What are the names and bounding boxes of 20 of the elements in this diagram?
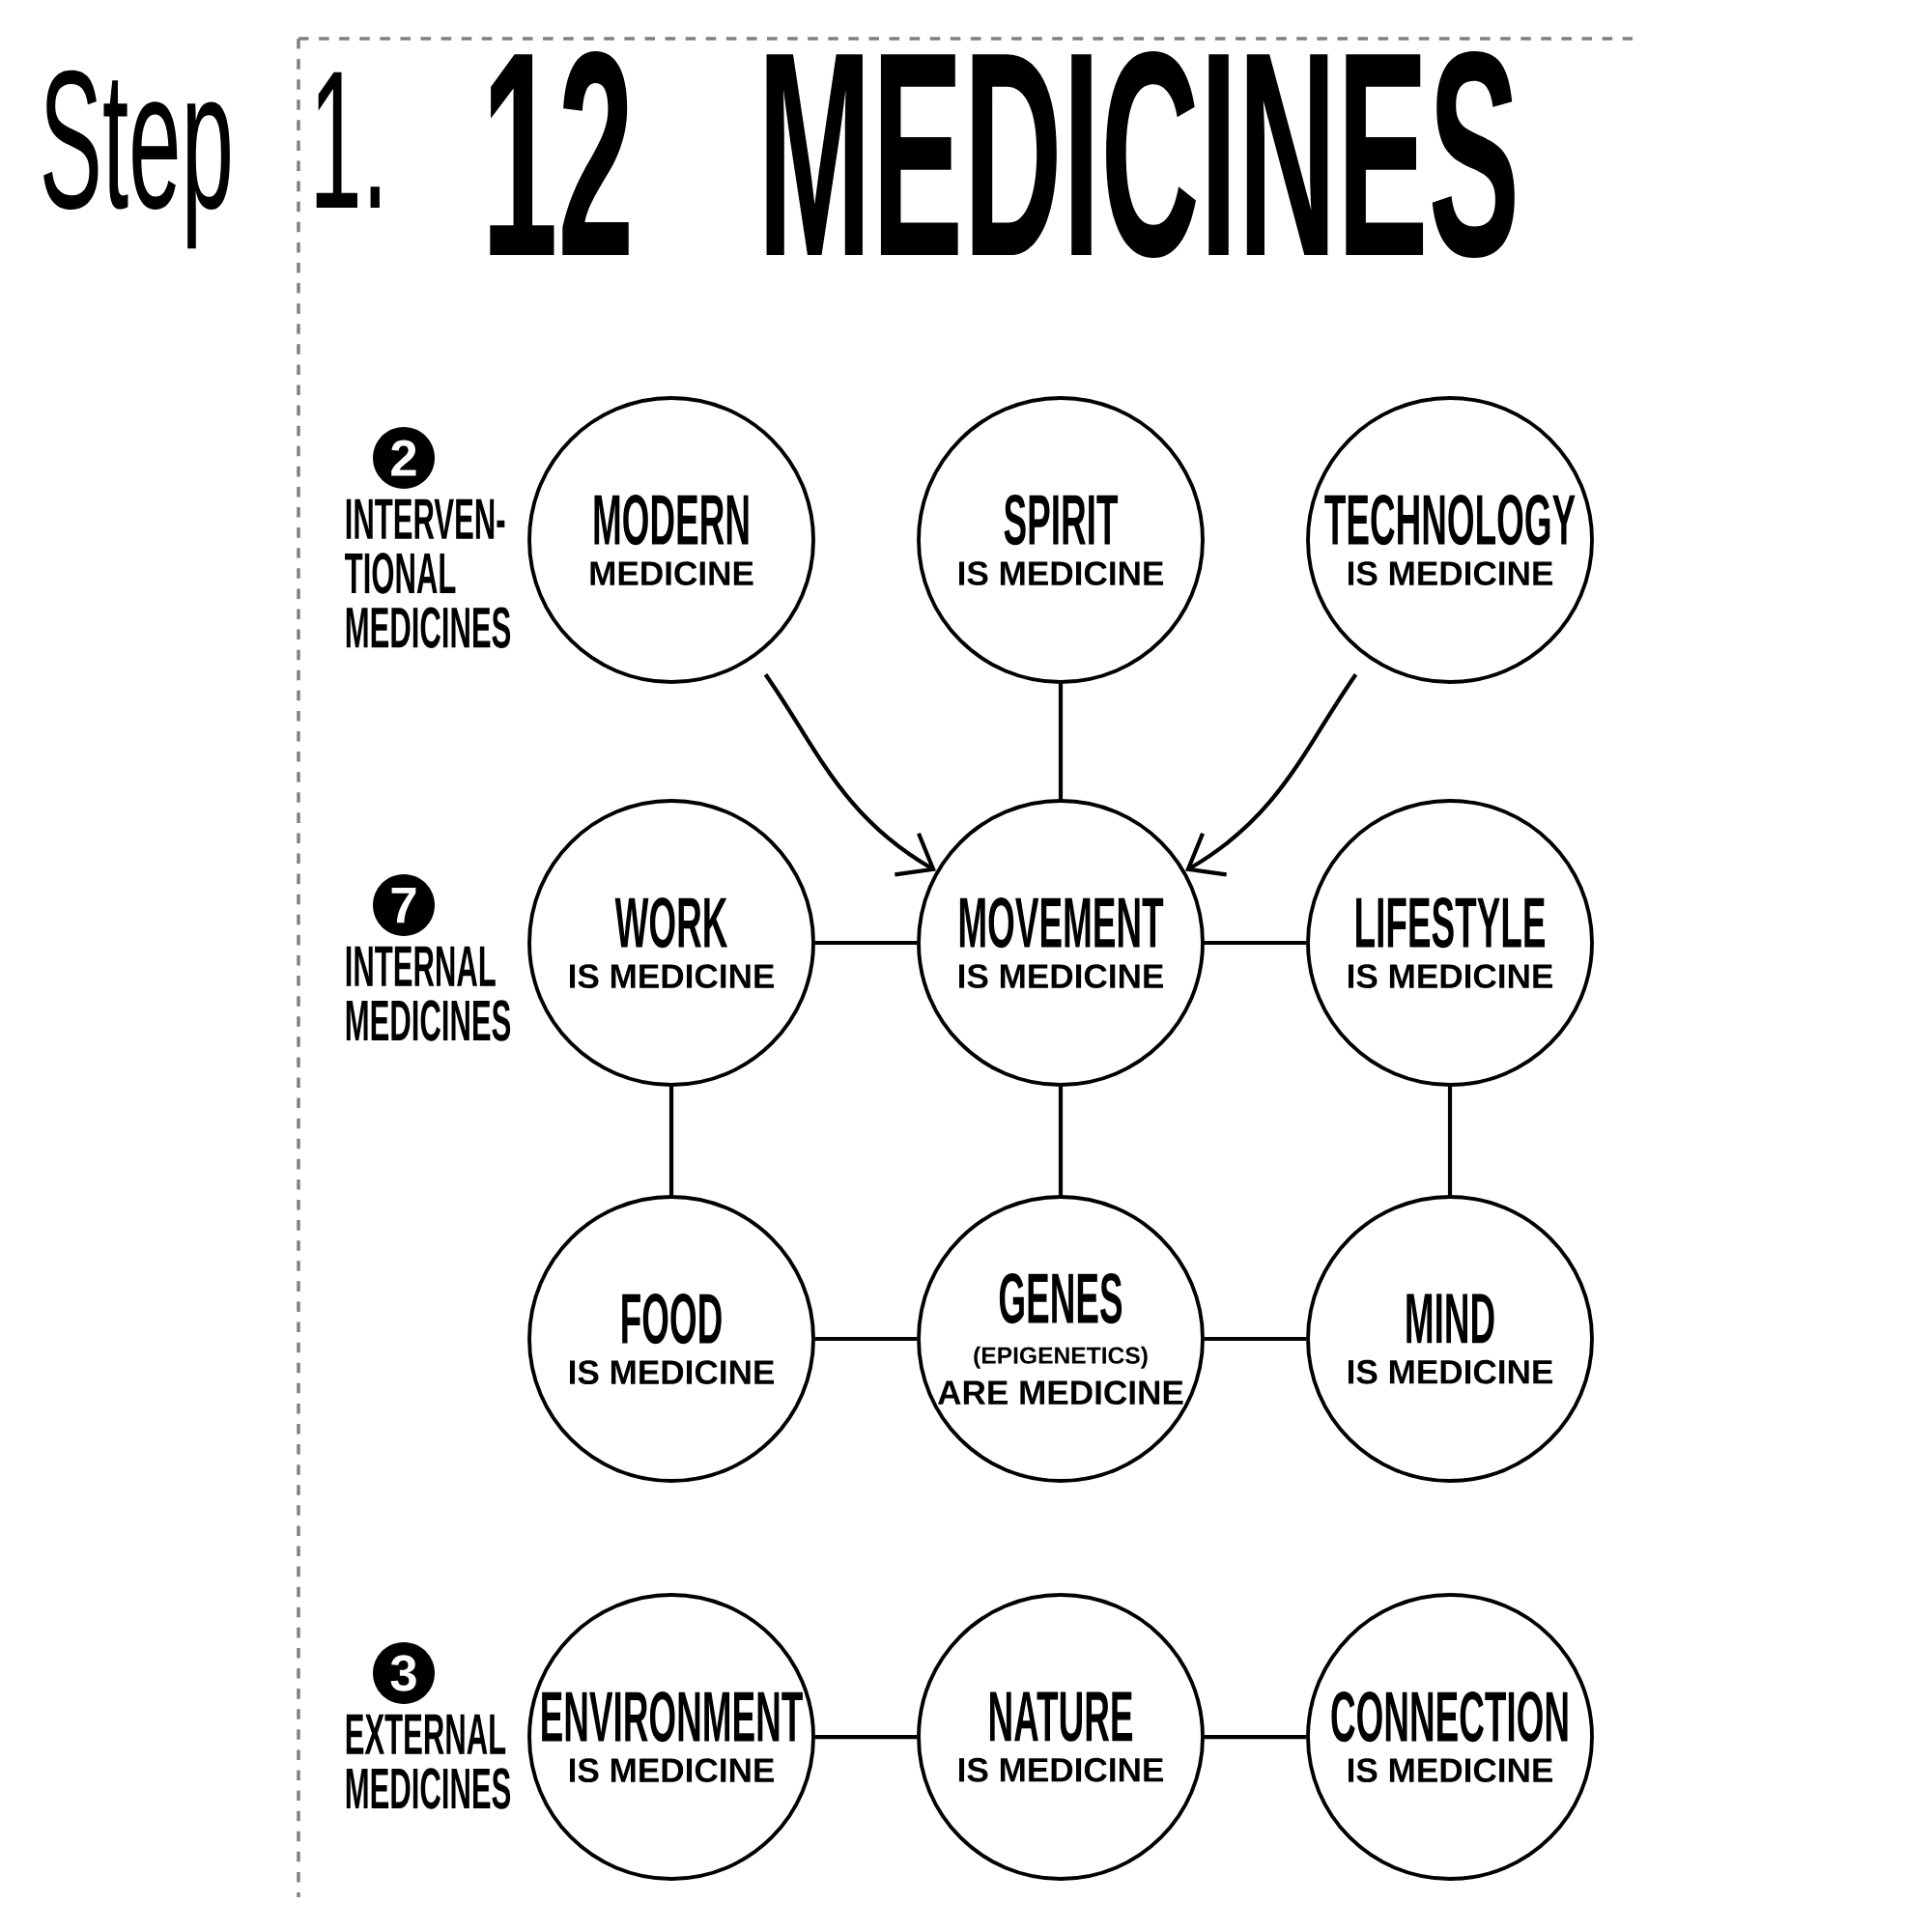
step-label: Step 1.: [43, 70, 380, 249]
connector-line: [1204, 940, 1307, 946]
connector-line: [668, 1086, 674, 1196]
connector-line: [1058, 1086, 1064, 1196]
connector-line: [814, 940, 918, 946]
connector-line: [814, 1336, 918, 1342]
connector-line: [1447, 1086, 1453, 1196]
curved-arrow: [763, 673, 937, 877]
group-label: EXTERNAL MEDICINES: [346, 1714, 511, 1809]
number-badge: 2: [373, 427, 435, 489]
connector-line: [1204, 1734, 1307, 1740]
connector-line: [1058, 683, 1064, 800]
group-label: INTERNAL MEDICINES: [346, 946, 511, 1041]
number-badge: 3: [373, 1642, 435, 1704]
number-badge: 7: [373, 874, 435, 936]
connector-line: [814, 1734, 918, 1740]
group-label: INTERVEN-TIONAL MEDICINES: [345, 498, 511, 648]
curved-arrow: [1185, 673, 1358, 877]
title: 12 MEDICINES: [490, 51, 1515, 259]
connector-line: [1204, 1336, 1307, 1342]
